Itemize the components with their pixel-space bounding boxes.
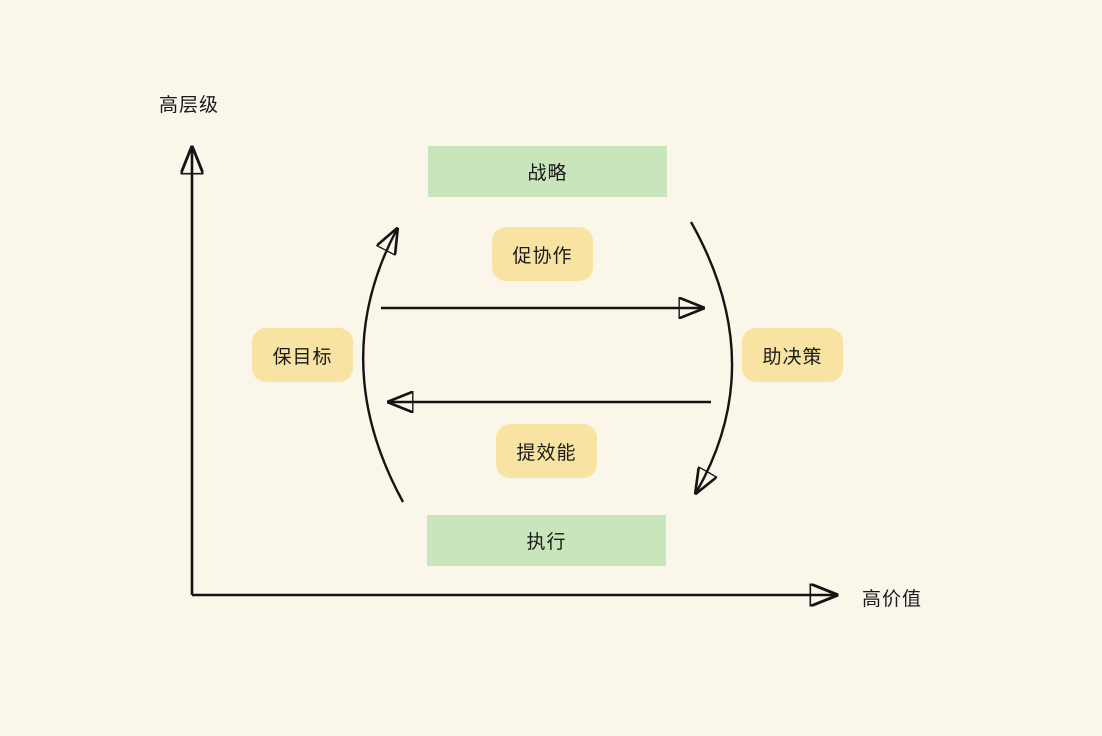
cycle-left-curve-arrow <box>362 231 405 503</box>
tag-promote-collaboration: 促协作 <box>492 227 593 281</box>
x-axis-label: 高价值 <box>862 589 923 610</box>
tag-improve-efficiency: 提效能 <box>496 424 597 478</box>
tag-ensure-goals: 保目标 <box>252 328 353 382</box>
cycle-right-curve-arrow <box>689 221 734 491</box>
node-execution: 执行 <box>427 515 666 566</box>
y-axis-label: 高层级 <box>159 95 220 116</box>
tag-assist-decision: 助决策 <box>742 328 843 382</box>
node-strategy: 战略 <box>428 146 667 197</box>
